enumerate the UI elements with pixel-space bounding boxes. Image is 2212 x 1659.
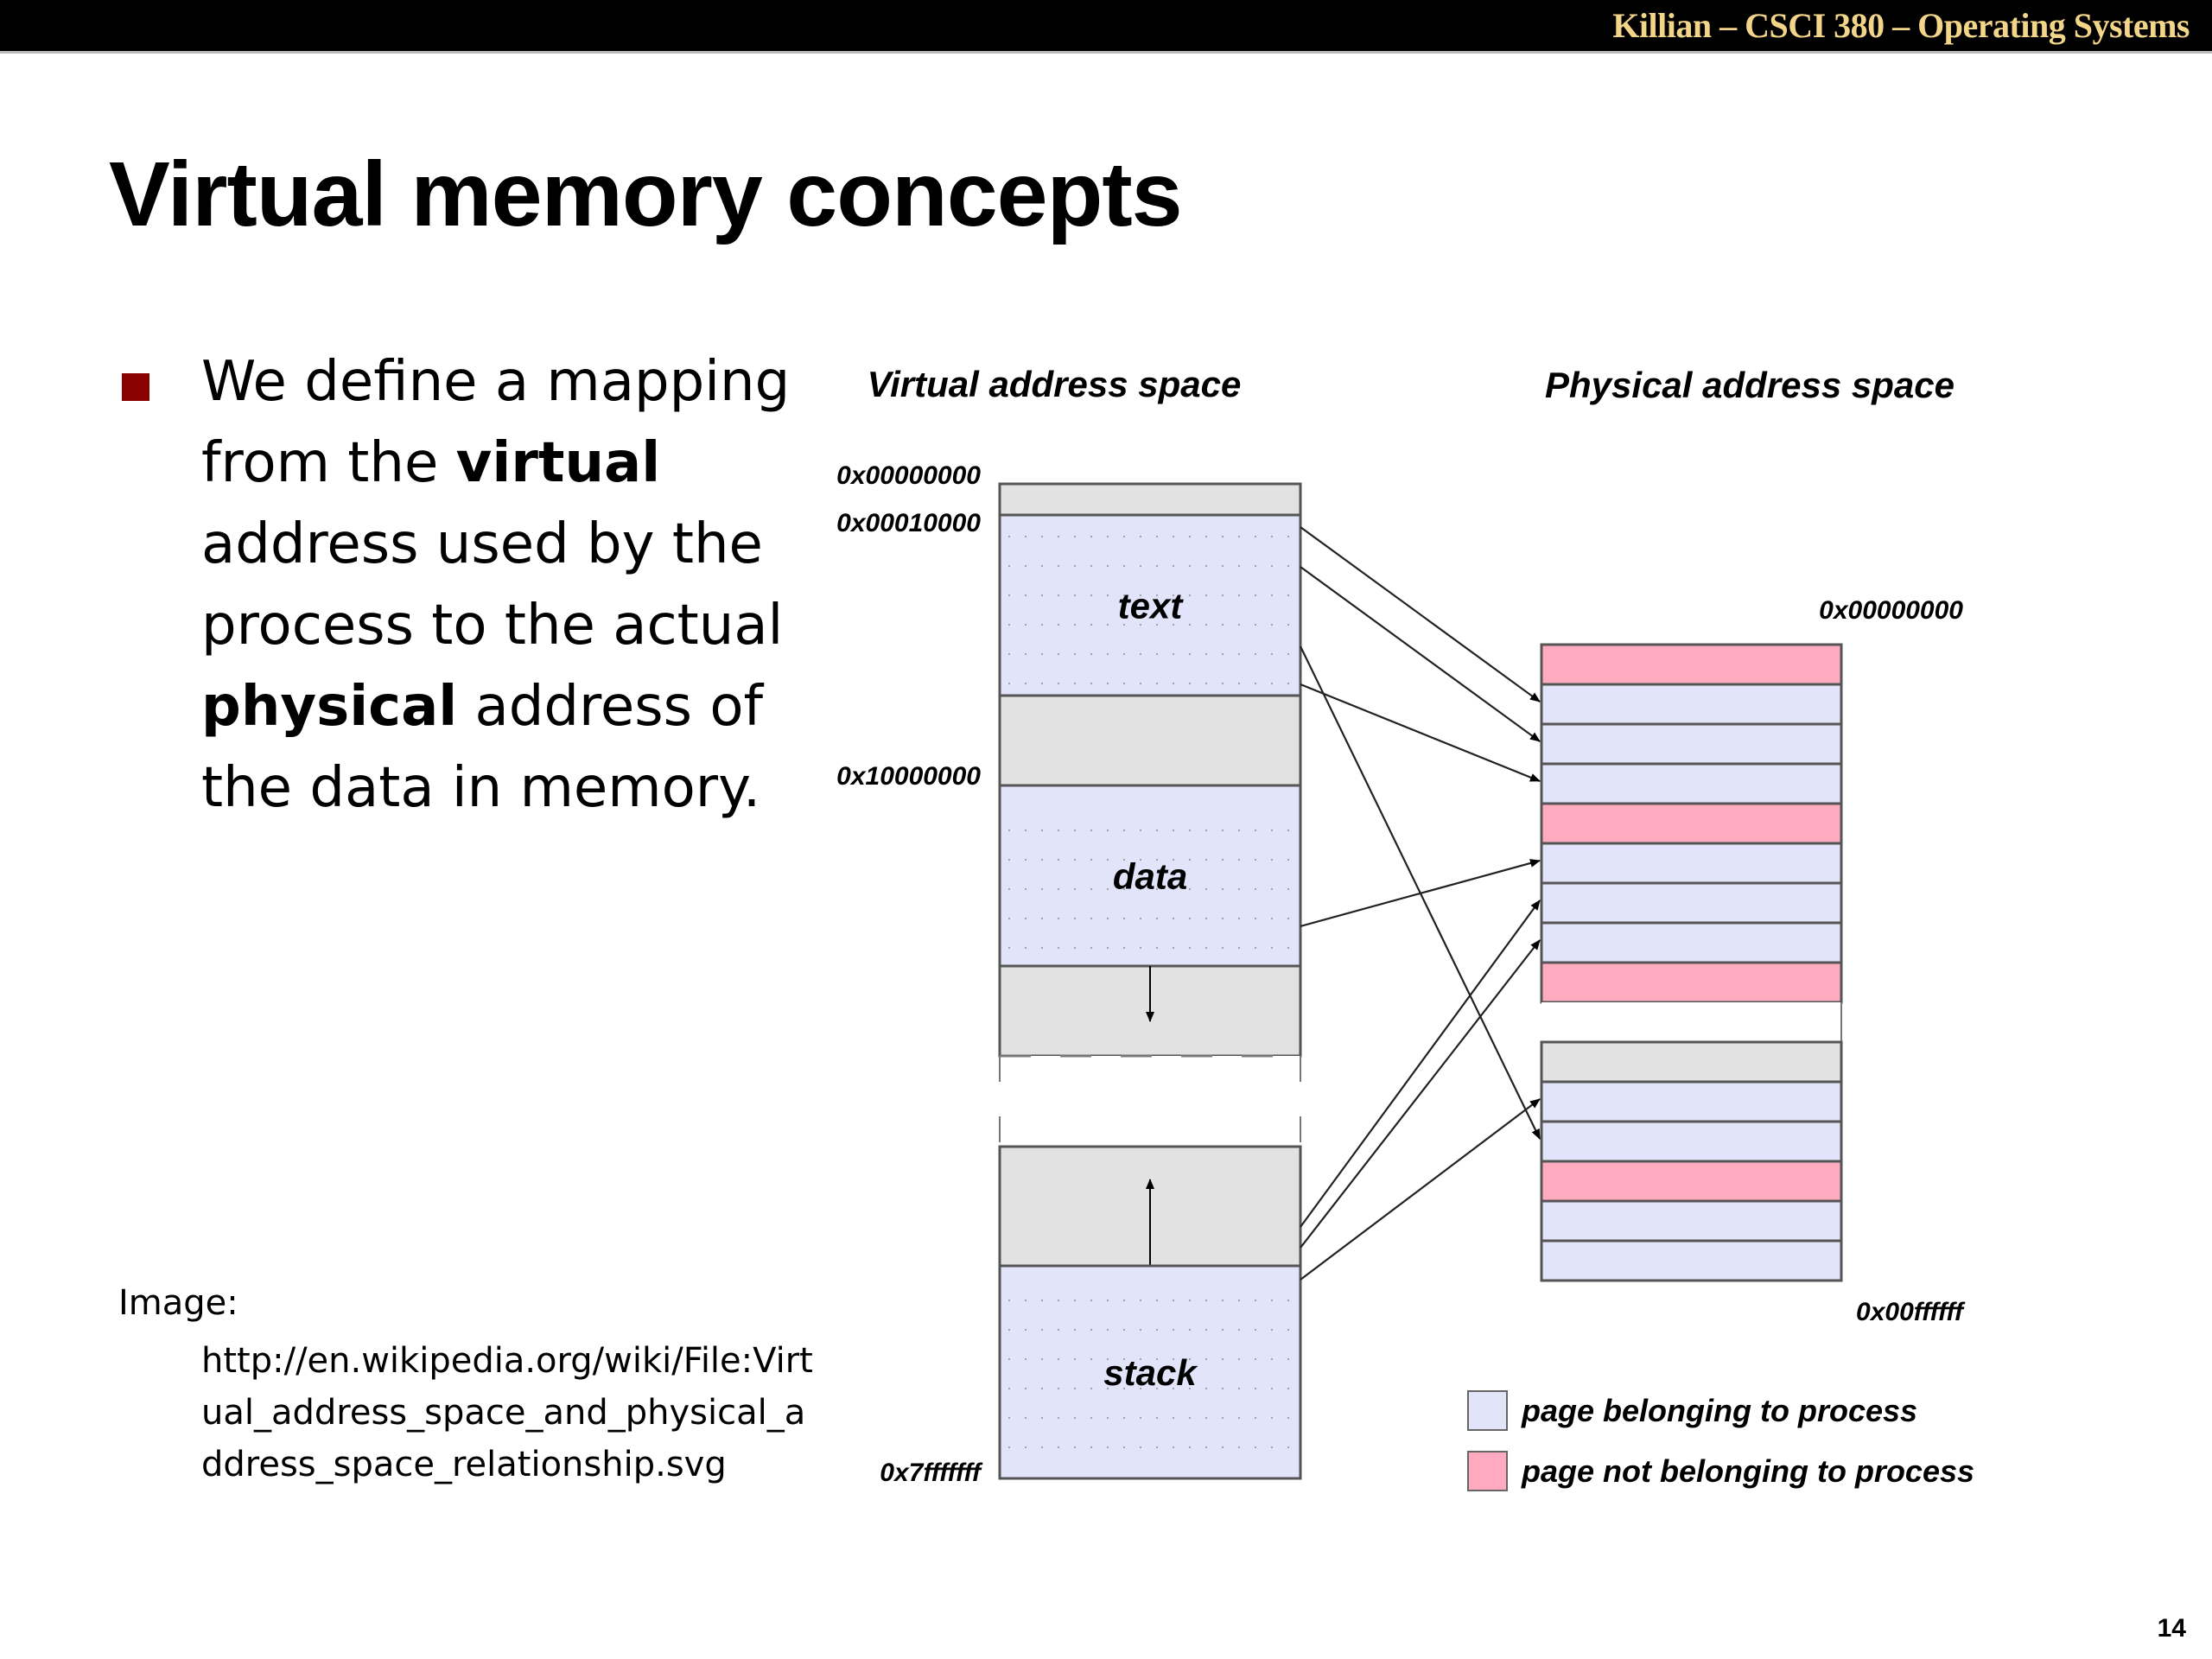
bullet-fragment: address used by the process to the actua… <box>201 512 784 658</box>
physical-address-end: 0x00ffffff <box>1856 1298 1966 1326</box>
mapping-arrow <box>1300 566 1541 742</box>
header-bar: Killian – CSCI 380 – Operating Systems <box>0 0 2212 54</box>
physical-page-not-owned <box>1540 802 1843 845</box>
bullet-emphasis: physical <box>201 675 458 739</box>
segment-label-data: data <box>1113 856 1187 897</box>
physical-page-owned <box>1540 1120 1843 1163</box>
mapping-arrow <box>1300 683 1541 783</box>
physical-gap <box>1541 1002 1841 1042</box>
virtual-segment-unused <box>998 694 1302 787</box>
physical-page-owned <box>1540 921 1843 964</box>
bullet-emphasis: virtual <box>455 431 661 495</box>
bullet-fragment: We define a mapping from the <box>201 350 791 495</box>
physical-page-not-owned <box>1540 1160 1843 1203</box>
mapping-arrow <box>1300 899 1541 1228</box>
physical-page-unused <box>1540 1040 1843 1084</box>
legend-label: page not belonging to process <box>1521 1453 1974 1489</box>
dot-pattern <box>1001 1283 1299 1470</box>
physical-space-title: Physical address space <box>1545 365 1955 405</box>
mapping-arrow <box>1300 939 1541 1249</box>
physical-address-start: 0x00000000 <box>1819 596 1963 625</box>
physical-page-not-owned <box>1540 961 1843 1004</box>
mapping-arrow <box>1300 859 1541 928</box>
physical-page-owned <box>1540 1239 1843 1282</box>
segment-label-text: text <box>1118 586 1185 626</box>
bullet-square-icon <box>122 373 149 401</box>
virtual-address-label: 0x7fffffff <box>880 1459 983 1487</box>
bullet-fragment: address of the data in memory. <box>201 675 763 820</box>
slide-title: Virtual memory concepts <box>109 143 1183 245</box>
course-title: Killian – CSCI 380 – Operating Systems <box>1612 6 2190 45</box>
virtual-address-label: 0x10000000 <box>836 762 981 791</box>
page-number: 14 <box>2157 1614 2186 1643</box>
physical-page-owned <box>1540 842 1843 885</box>
virtual-address-label: 0x00010000 <box>836 509 981 537</box>
physical-page-owned <box>1540 1080 1843 1123</box>
image-credit-label: Image: <box>118 1283 238 1323</box>
image-credit-url[interactable]: http://en.wikipedia.org/wiki/File:Virtua… <box>201 1341 813 1484</box>
segment-label-stack: stack <box>1103 1352 1198 1393</box>
physical-page-owned <box>1540 1199 1843 1243</box>
dot-pattern <box>1001 532 1299 687</box>
legend-swatch-owned <box>1467 1390 1508 1431</box>
bullet-text: We define a mapping from the virtual add… <box>201 341 823 829</box>
physical-page-not-owned <box>1540 643 1843 686</box>
dot-pattern <box>1001 803 1299 957</box>
mapping-arrow <box>1300 526 1541 702</box>
physical-page-owned <box>1540 722 1843 766</box>
virtual-segment-unused <box>998 482 1302 517</box>
physical-page-owned <box>1540 762 1843 805</box>
physical-page-owned <box>1540 881 1843 925</box>
legend-swatch-not-owned <box>1467 1451 1508 1491</box>
physical-page-owned <box>1540 683 1843 726</box>
legend-label: page belonging to process <box>1521 1393 1917 1428</box>
mapping-arrow <box>1300 1098 1541 1281</box>
virtual-gap <box>1000 1056 1300 1147</box>
virtual-space-title: Virtual address space <box>868 364 1242 404</box>
virtual-address-label: 0x00000000 <box>836 461 981 490</box>
